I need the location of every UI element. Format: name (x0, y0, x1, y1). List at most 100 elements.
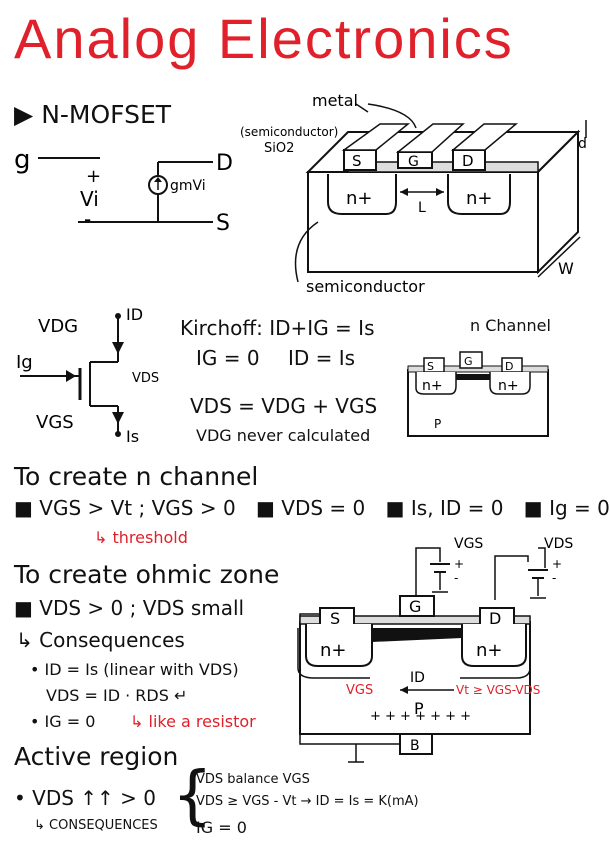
ohmic-b2-text: IG = 0 (44, 712, 96, 731)
big-vgs-label: VGS (454, 536, 483, 552)
ohmic-condition-text: VDS > 0 ; VDS small (39, 596, 245, 620)
ig-label: Ig (16, 352, 33, 373)
vt-condition: Vt ≥ VGS-VDS (456, 683, 540, 697)
ohmic-condition: ■ VDS > 0 ; VDS small (14, 596, 244, 620)
bullet-dot-icon: • (30, 712, 40, 731)
return-arrow-icon: ↳ (16, 628, 33, 652)
thickness-label: d (578, 136, 587, 152)
length-label: L (418, 200, 426, 216)
big-vds-label: VDS (544, 536, 573, 552)
resistor-note: ↳ like a resistor (130, 712, 256, 731)
bullet-dot-icon: • (30, 660, 40, 679)
ohmic-consequences-text: Consequences (39, 628, 185, 652)
gate-label: g (14, 145, 31, 175)
big-p: P (414, 699, 424, 718)
big-g: G (409, 597, 421, 616)
vds-minus: - (552, 571, 556, 585)
vds-label: VDS (132, 371, 159, 386)
threshold-text: threshold (112, 528, 188, 547)
n-channel-conditions: ■ VGS > Vt ; VGS > 0 ■ VDS = 0 ■ Is, ID … (14, 496, 610, 520)
mini-n2: n+ (498, 378, 519, 394)
resistor-note-text: like a resistor (148, 712, 256, 731)
transistor-symbol: VDG ID Ig VDS VGS Is (16, 305, 159, 446)
active-heading: Active region (14, 742, 179, 771)
gm-vi-label: gmVi (170, 178, 206, 194)
return-arrow-icon: ↳ (94, 528, 108, 547)
page-title: Analog Electronics (14, 7, 514, 70)
triangle-arrow-icon: ▶ (14, 100, 34, 129)
bullet-square-icon: ■ (385, 496, 405, 520)
active-c1: VDS balance VGS (196, 772, 310, 787)
substrate-label: semiconductor (306, 277, 425, 296)
mosfet-heading-text: N-MOFSET (41, 100, 172, 129)
mini-d: D (505, 360, 513, 373)
mini-device-diagram: S G D n+ n+ P (407, 351, 549, 437)
n-plus-left: n+ (346, 188, 373, 209)
active-c3: IG = 0 (196, 818, 247, 837)
big-b: B (410, 738, 420, 754)
big-n2: n+ (476, 640, 503, 661)
active-condition: • VDS ↑↑ > 0 (14, 786, 156, 810)
bullet-dot-icon: • (14, 786, 26, 810)
bullet-square-icon: ■ (14, 496, 33, 520)
threshold-note: ↳ threshold (94, 528, 188, 547)
big-id: ID (410, 670, 425, 686)
drain-contact: D (462, 152, 474, 170)
bullet-square-icon: ■ (14, 596, 33, 620)
n-plus-right: n+ (466, 188, 493, 209)
ohmic-consequences: ↳ Consequences (16, 628, 185, 652)
n-channel-label: n Channel (470, 316, 551, 335)
drain-label: D (216, 151, 233, 176)
id-label: ID (126, 305, 143, 324)
minus-sign: - (84, 207, 91, 231)
mosfet-3d-diagram: metal (semiconductor) SiO2 S G D n+ n+ L… (240, 91, 587, 296)
curly-brace-icon: { (172, 759, 213, 833)
kirchhoff-eq: Kirchoff: ID+IG = Is (180, 316, 375, 340)
gate-contact: G (408, 154, 419, 170)
big-n1: n+ (320, 640, 347, 661)
source-contact: S (352, 152, 362, 170)
vds-eq: VDS = VDG + VGS (190, 394, 378, 418)
active-consequences: ↳ CONSEQUENCES (34, 818, 158, 833)
return-left-arrow-icon: ↵ (173, 686, 188, 705)
mini-p: P (434, 417, 441, 431)
ohmic-b1-text: ID = Is (linear with VDS) (44, 660, 239, 679)
vgs-minus: - (454, 571, 458, 585)
is-label: Is (126, 427, 139, 446)
ig-zero-eq: IG = 0 (196, 346, 260, 370)
small-signal-circuit: g D S + Vi - gmVi (14, 145, 233, 236)
width-label: W (558, 259, 574, 278)
ohmic-heading: To create ohmic zone (14, 560, 280, 589)
condition-vds: VDS = 0 (281, 496, 366, 520)
source-label: S (216, 211, 230, 236)
mosfet-heading: ▶ N-MOFSET (14, 100, 171, 129)
plus-sign: + (86, 166, 101, 187)
big-d: D (489, 609, 501, 628)
vds-plus: + (552, 557, 562, 571)
mini-n1: n+ (422, 378, 443, 394)
mini-s: S (427, 360, 434, 373)
condition-ig: Ig = 0 (549, 496, 610, 520)
bullet-square-icon: ■ (256, 496, 275, 520)
big-s: S (330, 609, 340, 628)
ohmic-bullet-1: • ID = Is (linear with VDS) (30, 660, 239, 679)
vgs-label: VGS (36, 412, 74, 433)
active-consequences-text: CONSEQUENCES (49, 818, 158, 833)
return-arrow-icon: ↳ (130, 712, 144, 731)
big-vgs-left: VGS (346, 683, 373, 698)
vdg-label: VDG (38, 316, 78, 337)
id-is-eq: ID = Is (288, 346, 356, 370)
condition-vgs: VGS > Vt ; VGS > 0 (39, 496, 236, 520)
n-channel-heading: To create n channel (14, 462, 259, 491)
vgs-plus: + (454, 557, 464, 571)
ohmic-rds-eq: VDS = ID · RDS ↵ (46, 686, 187, 705)
ohmic-b1b-text: VDS = ID · RDS (46, 686, 169, 705)
bullet-square-icon: ■ (523, 496, 543, 520)
vi-label: Vi (80, 187, 99, 211)
return-arrow-icon: ↳ (34, 818, 45, 833)
metal-label: metal (312, 91, 358, 110)
mini-g: G (464, 355, 473, 368)
semiconductor-note: (semiconductor) (240, 125, 338, 139)
p-plus-region: + + + + + + + (370, 709, 471, 724)
active-c2: VDS ≥ VGS - Vt → ID = Is = K(mA) (196, 794, 419, 809)
